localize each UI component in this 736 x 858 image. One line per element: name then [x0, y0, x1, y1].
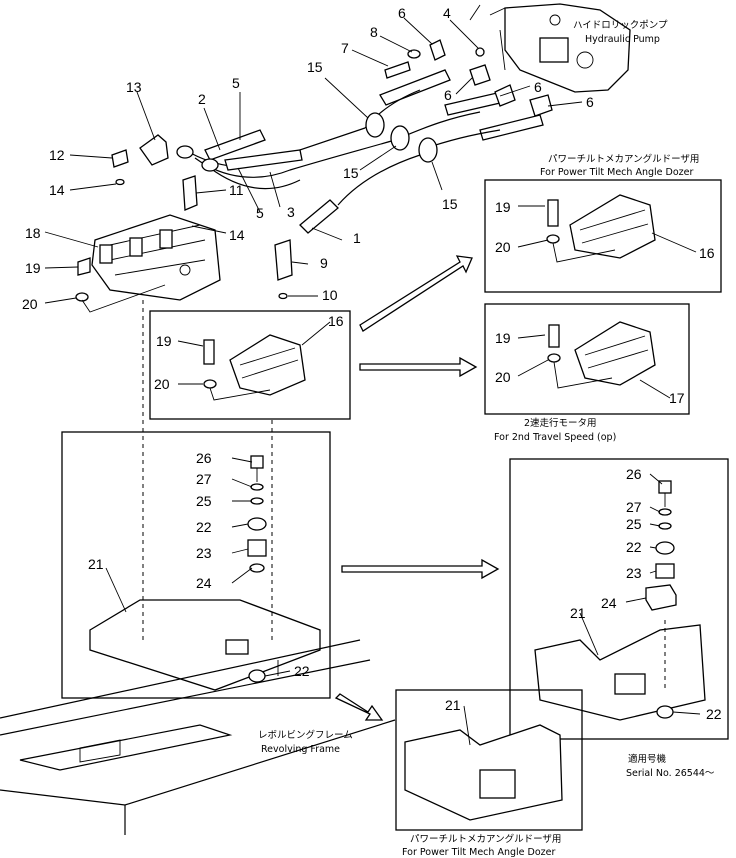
part-number-15: 15 [307, 59, 323, 75]
leader-lines [44, 17, 701, 746]
valve-16-top-right-box [484, 179, 722, 293]
travel-speed-caption-jp: 2速走行モータ用 [524, 417, 597, 429]
revolving-frame-caption-jp: レボルビングフレーム [258, 729, 353, 741]
part-number-20: 20 [154, 376, 170, 392]
mounting-stack-right [534, 480, 706, 721]
part-number-22: 22 [196, 519, 212, 535]
part-number-19: 19 [25, 260, 41, 276]
part-number-14: 14 [229, 227, 245, 243]
revolving-frame-caption-en: Revolving Frame [261, 744, 340, 755]
part-number-19: 19 [495, 199, 511, 215]
part-number-17: 17 [669, 390, 685, 406]
part-number-20: 20 [22, 296, 38, 312]
part-number-6: 6 [534, 79, 542, 95]
hydraulic-pump [469, 3, 631, 93]
fittings [111, 134, 293, 300]
revolving-frame [0, 639, 396, 835]
serial-variant-box [509, 458, 729, 740]
part-number-15: 15 [343, 165, 359, 181]
part-number-18: 18 [25, 225, 41, 241]
part-numbers: 1 2 3 4 5 5 6 6 6 6 7 8 9 10 11 12 13 14… [22, 5, 722, 722]
part-number-14: 14 [49, 182, 65, 198]
serial-caption-en: Serial No. 26544～ [626, 768, 715, 779]
power-tilt-bottom-caption-jp: パワーチルトメカアングルドーザ用 [410, 833, 561, 845]
part-number-19: 19 [495, 330, 511, 346]
part-number-21: 21 [88, 556, 104, 572]
part-number-24: 24 [601, 595, 617, 611]
part-number-6: 6 [398, 5, 406, 21]
valve-17 [547, 321, 656, 389]
part-number-6: 6 [444, 87, 452, 103]
power-tilt-plate-box [395, 689, 583, 831]
part-number-5: 5 [232, 75, 240, 91]
hydraulic-pump-caption-jp: ハイドロリックポンプ [573, 20, 668, 31]
serial-caption-jp: 適用号機 [628, 753, 667, 765]
part-number-1: 1 [353, 230, 361, 246]
part-number-23: 23 [626, 565, 642, 581]
part-number-12: 12 [49, 147, 65, 163]
direction-arrows [334, 255, 500, 721]
plate-variant-bottom [404, 724, 563, 821]
part-number-22: 22 [706, 706, 722, 722]
part-number-21: 21 [570, 605, 586, 621]
part-number-22: 22 [294, 663, 310, 679]
valve-16-top-right [546, 194, 656, 263]
hydraulic-pump-caption-en: Hydraulic Pump [585, 34, 660, 45]
travel-speed-caption-en: For 2nd Travel Speed (op) [494, 432, 616, 443]
part-number-27: 27 [196, 471, 212, 487]
valve-16-inset-box [149, 310, 351, 420]
power-tilt-top-caption-en: For Power Tilt Mech Angle Dozer [540, 167, 693, 178]
part-number-19: 19 [156, 333, 172, 349]
captions: ハイドロリックポンプ Hydraulic Pump パワーチルトメカアングルドー… [258, 20, 715, 858]
part-number-11: 11 [229, 182, 244, 198]
part-number-13: 13 [126, 79, 142, 95]
part-number-6: 6 [586, 94, 594, 110]
part-number-2: 2 [198, 91, 206, 107]
part-number-16: 16 [328, 313, 344, 329]
part-number-16: 16 [699, 245, 715, 261]
part-number-15: 15 [442, 196, 458, 212]
part-number-22: 22 [626, 539, 642, 555]
part-number-25: 25 [626, 516, 642, 532]
part-number-20: 20 [495, 239, 511, 255]
valve-17-box [484, 303, 690, 415]
part-number-9: 9 [320, 255, 328, 271]
hose-lines [184, 39, 553, 234]
part-number-4: 4 [443, 5, 451, 21]
part-number-25: 25 [196, 493, 212, 509]
mounting-inset-box [61, 431, 331, 699]
part-number-3: 3 [287, 204, 295, 220]
power-tilt-bottom-caption-en: For Power Tilt Mech Angle Dozer [402, 847, 555, 858]
power-tilt-top-caption-jp: パワーチルトメカアングルドーザ用 [548, 153, 699, 165]
part-number-26: 26 [626, 466, 642, 482]
part-number-20: 20 [495, 369, 511, 385]
part-number-26: 26 [196, 450, 212, 466]
mounting-stack-left [89, 300, 321, 691]
part-number-24: 24 [196, 575, 212, 591]
part-number-7: 7 [341, 40, 349, 56]
control-valve-18 [75, 214, 221, 313]
part-number-23: 23 [196, 545, 212, 561]
part-number-5: 5 [256, 205, 264, 221]
part-number-10: 10 [322, 287, 338, 303]
part-number-8: 8 [370, 24, 378, 40]
valve-16-middle [203, 334, 306, 401]
part-number-27: 27 [626, 499, 642, 515]
part-number-21: 21 [445, 697, 461, 713]
